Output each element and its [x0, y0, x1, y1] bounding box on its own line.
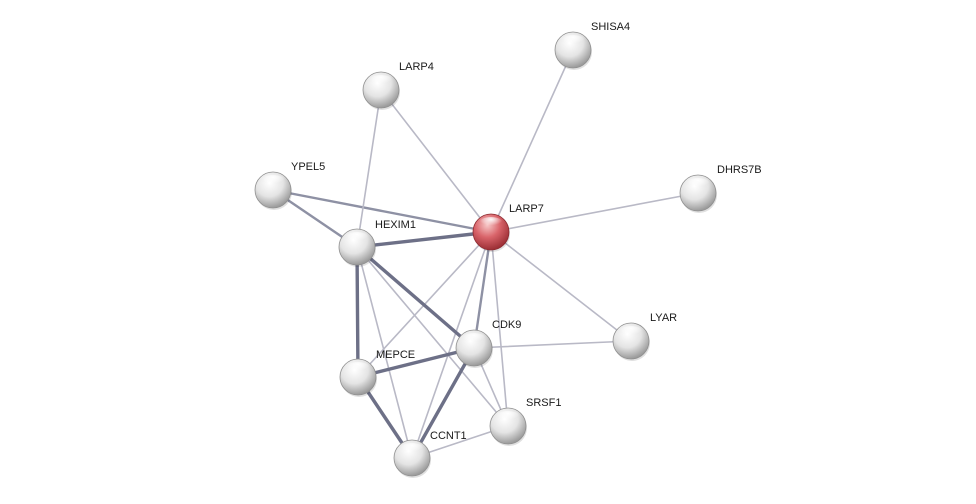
node-hexim1[interactable]: HEXIM1: [338, 219, 416, 267]
node-highlight: [561, 35, 585, 47]
node-label-ypel5: YPEL5: [291, 161, 325, 173]
node-mepce[interactable]: MEPCE: [339, 349, 415, 397]
node-label-cdk9: CDK9: [492, 319, 521, 331]
edge-larp7-lyar: [490, 231, 632, 342]
node-label-larp4: LARP4: [399, 61, 434, 73]
edge-larp7-dhrs7b: [490, 192, 699, 233]
edge-larp7-srsf1: [490, 231, 509, 427]
edge-hexim1-cdk9: [355, 245, 476, 350]
node-highlight: [400, 443, 424, 455]
node-highlight: [496, 411, 520, 423]
edge-larp7-larp4: [380, 89, 492, 233]
edge-hexim1-mepce: [355, 245, 360, 379]
node-highlight: [346, 362, 370, 374]
edge-larp7-cdk9: [472, 230, 493, 350]
edge-larp7-ypel5: [271, 188, 493, 234]
node-label-lyar: LYAR: [650, 312, 677, 324]
edge-larp7-shisa4: [490, 49, 574, 233]
edge-larp4-hexim1: [356, 89, 382, 248]
node-label-shisa4: SHISA4: [591, 21, 630, 33]
edge-cdk9-lyar: [473, 340, 632, 349]
node-highlight: [479, 217, 503, 229]
node-highlight: [686, 178, 710, 190]
node-highlight: [619, 326, 643, 338]
node-highlight: [345, 232, 369, 244]
node-larp7[interactable]: LARP7: [472, 203, 544, 252]
node-larp4[interactable]: LARP4: [362, 61, 434, 110]
node-highlight: [462, 333, 486, 345]
node-label-dhrs7b: DHRS7B: [717, 164, 762, 176]
node-highlight: [369, 75, 393, 87]
node-ccnt1[interactable]: CCNT1: [393, 430, 467, 478]
node-shisa4[interactable]: SHISA4: [554, 21, 630, 70]
node-ypel5[interactable]: YPEL5: [254, 161, 325, 210]
node-label-mepce: MEPCE: [376, 349, 415, 361]
edge-hexim1-ccnt1: [356, 246, 413, 459]
edges: [271, 49, 699, 460]
edge-cdk9-mepce: [356, 346, 476, 379]
node-label-larp7: LARP7: [509, 203, 544, 215]
node-srsf1[interactable]: SRSF1: [489, 397, 561, 446]
edge-larp7-ccnt1: [411, 231, 492, 459]
node-cdk9[interactable]: CDK9: [455, 319, 521, 368]
node-label-srsf1: SRSF1: [526, 397, 561, 409]
node-lyar[interactable]: LYAR: [612, 312, 677, 361]
node-label-hexim1: HEXIM1: [375, 219, 416, 231]
node-dhrs7b[interactable]: DHRS7B: [679, 164, 762, 213]
node-highlight: [261, 175, 285, 187]
edge-cdk9-ccnt1: [410, 346, 476, 460]
edge-hexim1-srsf1: [356, 246, 509, 427]
edge-larp7-hexim1: [355, 230, 493, 249]
node-label-ccnt1: CCNT1: [430, 430, 467, 442]
